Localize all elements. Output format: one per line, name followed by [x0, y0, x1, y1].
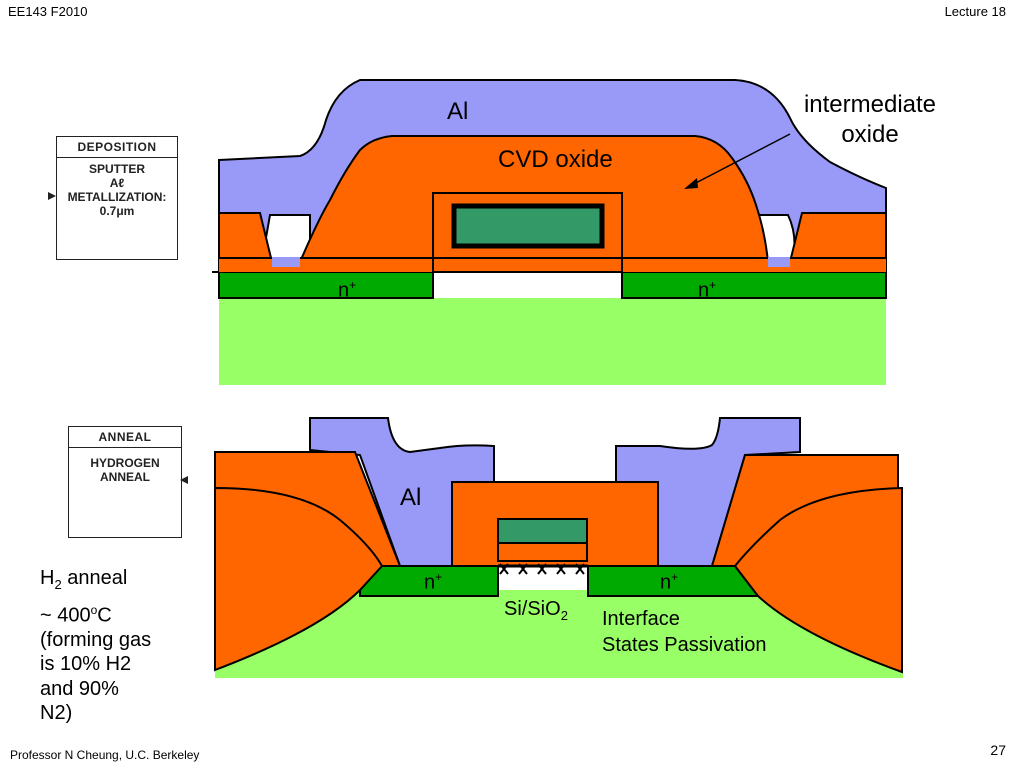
top-nplus-left-label: n+	[338, 278, 357, 302]
interface-passivation-label: Interface States Passivation	[602, 608, 767, 656]
bottom-field-oxide-right-bird	[733, 486, 903, 674]
step-text: Aℓ	[109, 176, 125, 190]
bottom-gate-dielectric	[497, 542, 588, 562]
step-text: HYDROGEN	[90, 456, 160, 470]
intermediate-oxide-callout: intermediate oxide	[803, 91, 937, 148]
step-text: ANNEAL	[100, 470, 150, 484]
lecture-label: Lecture 18	[944, 4, 1006, 19]
deposition-step-box: DEPOSITION SPUTTER Aℓ METALLIZATION: 0.7…	[56, 136, 178, 260]
top-nplus-right-label: n+	[698, 278, 717, 302]
step-text: METALLIZATION:	[67, 190, 167, 204]
bottom-gate-electrode	[497, 518, 588, 544]
top-field-oxide-right	[788, 212, 887, 263]
arrow-icon	[180, 476, 188, 484]
step-heading: ANNEAL	[69, 427, 181, 448]
top-nplus-left	[218, 271, 434, 299]
course-label: EE143 F2010	[8, 4, 88, 19]
si-sio2-interface-label: Si/SiO2	[504, 598, 568, 623]
anneal-conditions-note: H2 anneal ~ 400oC (forming gas is 10% H2…	[40, 567, 152, 725]
step-text: SPUTTER	[88, 162, 145, 176]
step-heading: DEPOSITION	[57, 137, 177, 158]
interface-state-marks	[499, 563, 585, 575]
anneal-step-box: ANNEAL HYDROGEN ANNEAL	[68, 426, 182, 538]
top-gate-electrode	[451, 203, 605, 249]
professor-credit: Professor N Cheung, U.C. Berkeley	[10, 748, 200, 762]
page-number: 27	[990, 742, 1006, 758]
top-nplus-right	[621, 271, 887, 299]
bottom-al-label: Al	[400, 484, 422, 511]
top-cvd-oxide-label: CVD oxide	[498, 146, 613, 173]
top-substrate	[219, 298, 886, 385]
bottom-field-oxide-left-bird	[214, 486, 384, 672]
arrow-icon	[48, 192, 56, 200]
bottom-nplus-left-label: n+	[424, 570, 443, 594]
callout-arrowhead-icon	[684, 178, 698, 189]
step-text: 0.7μm	[99, 204, 135, 218]
top-al-label: Al	[447, 98, 469, 125]
bottom-nplus-right-label: n+	[660, 570, 679, 594]
